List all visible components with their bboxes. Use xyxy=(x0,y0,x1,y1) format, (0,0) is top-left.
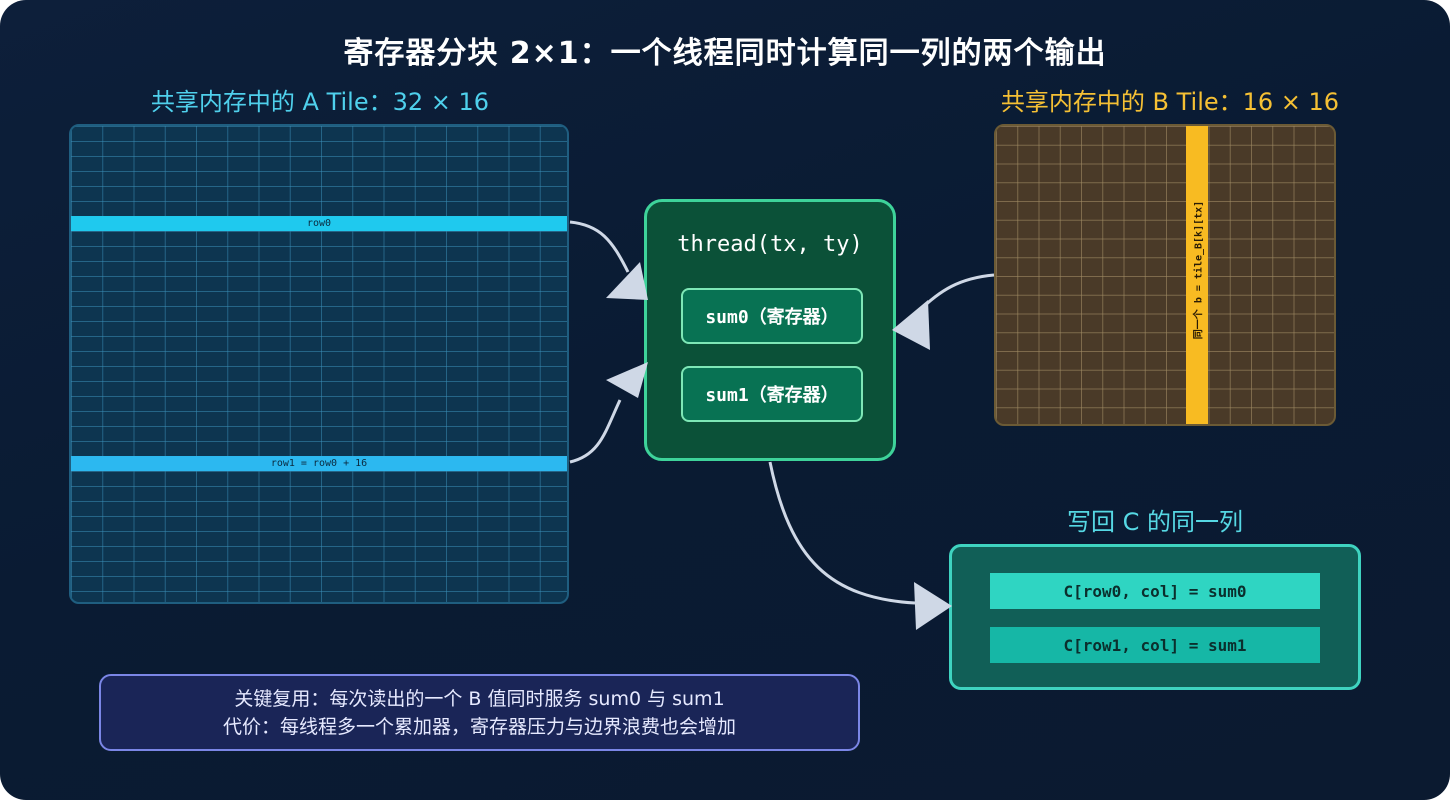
tile-b-caption: 共享内存中的 B Tile：16 × 16 xyxy=(1000,88,1340,116)
arrowhead-row0 xyxy=(606,262,648,300)
tile-a-row1-strip: row1 = row0 + 16 xyxy=(71,456,567,471)
output-caption: 写回 C 的同一列 xyxy=(1066,508,1243,536)
note-line1: 关键复用：每次读出的一个 B 值同时服务 sum0 与 sum1 xyxy=(234,687,725,710)
register-sum0: sum0（寄存器） xyxy=(681,288,863,344)
arrowhead-tileb xyxy=(892,300,930,350)
arrow-row1-to-thread xyxy=(569,399,622,464)
output-row1: C[row1, col] = sum1 xyxy=(990,627,1320,663)
output-box: C[row0, col] = sum0 C[row1, col] = sum1 xyxy=(949,544,1361,690)
tile-a-caption: 共享内存中的 A Tile：32 × 16 xyxy=(150,88,490,116)
thread-title: thread(tx, ty) xyxy=(677,232,863,257)
page-title: 寄存器分块 2×1：一个线程同时计算同一列的两个输出 xyxy=(343,36,1107,71)
tile-a-grid: row0 row1 = row0 + 16 xyxy=(69,124,569,604)
note-box: 关键复用：每次读出的一个 B 值同时服务 sum0 与 sum1 代价：每线程多… xyxy=(99,674,860,751)
arrowhead-output xyxy=(914,582,952,630)
arrowhead-row1 xyxy=(606,362,648,398)
tile-a-row0-strip: row0 xyxy=(71,216,567,231)
note-line2: 代价：每线程多一个累加器，寄存器压力与边界浪费也会增加 xyxy=(222,715,736,738)
tile-b-column-strip xyxy=(1186,126,1208,424)
arrow-thread-to-output xyxy=(768,461,916,605)
output-row0: C[row0, col] = sum0 xyxy=(990,573,1320,609)
register-sum1: sum1（寄存器） xyxy=(681,366,863,422)
arrow-row0-to-thread xyxy=(569,220,630,273)
tile-b-grid xyxy=(994,124,1336,426)
arrow-tileb-to-thread xyxy=(916,273,995,314)
thread-box: thread(tx, ty) sum0（寄存器） sum1（寄存器） xyxy=(644,199,896,461)
tile-b-column-label: 同一个 b = tile_B[k][tx] xyxy=(1193,200,1205,340)
